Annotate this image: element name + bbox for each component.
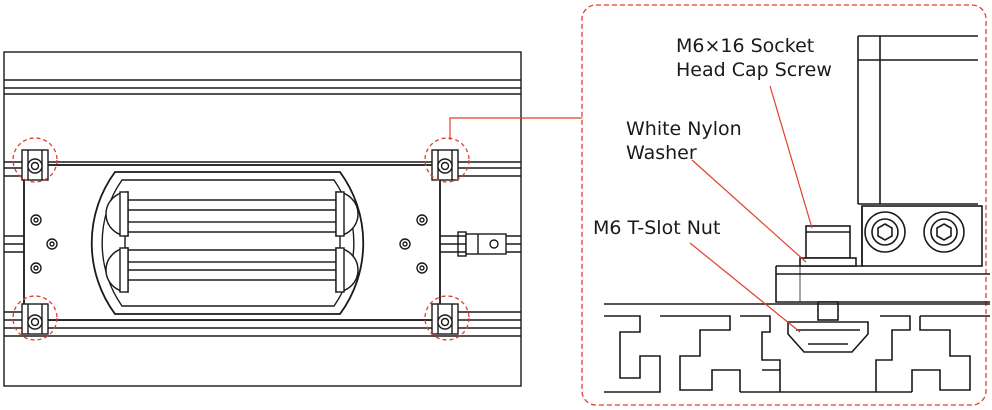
detail-frame	[581, 4, 987, 406]
label-white-nylon-washer: White Nylon Washer	[626, 117, 742, 165]
nylon-washer	[799, 257, 857, 267]
label-socket-head-cap-screw: M6×16 Socket Head Cap Screw	[676, 34, 832, 82]
nut-leader	[689, 242, 801, 333]
highlight-bottom-right	[424, 295, 470, 341]
nut-label: M6 T-Slot Nut	[593, 217, 721, 239]
screw-label-line1: M6×16 Socket	[676, 35, 815, 57]
highlight-bottom-left	[12, 295, 58, 341]
roller-wheels	[105, 191, 359, 293]
socket-head-cap-screw	[805, 225, 851, 259]
washer-leader	[691, 159, 807, 263]
extrusion-profile	[604, 303, 990, 393]
callout-connector	[449, 117, 582, 140]
roller-base	[90, 171, 365, 315]
highlight-circles	[12, 137, 470, 341]
top-view	[3, 51, 522, 387]
t-slot-nut	[787, 321, 869, 353]
screw-shank	[817, 301, 839, 321]
highlight-top-right	[424, 137, 470, 183]
leader-lines	[689, 85, 813, 333]
hex-screws	[861, 205, 983, 267]
plate-screws	[30, 214, 428, 274]
washer-label-line2: Washer	[626, 142, 697, 164]
screw-leader	[769, 85, 813, 229]
detail-view	[604, 35, 990, 393]
screw-label-line2: Head Cap Screw	[676, 59, 832, 81]
highlight-top-left	[12, 137, 58, 183]
motor-connector	[457, 231, 507, 257]
label-t-slot-nut: M6 T-Slot Nut	[593, 216, 720, 240]
corner-screws	[27, 158, 453, 330]
washer-label-line1: White Nylon	[626, 118, 742, 140]
roller-body	[857, 35, 978, 205]
